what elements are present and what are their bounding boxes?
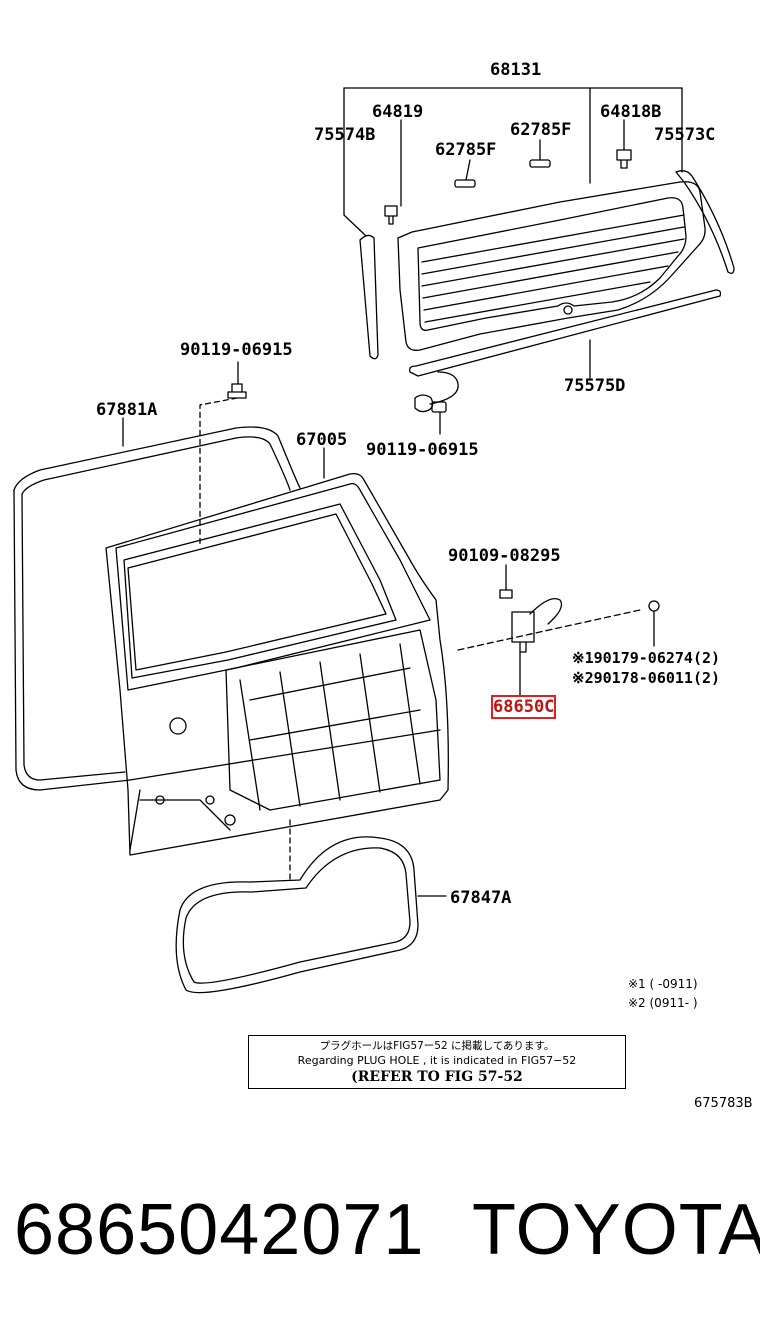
footnote-1: ※1 ( -0911) — [628, 977, 698, 991]
part-62785F-left[interactable]: 62785F — [435, 140, 497, 160]
note-japanese: プラグホールはFIG57ー52 に掲載してあります。 — [319, 1040, 555, 1052]
part-67881A[interactable]: 67881A — [96, 400, 158, 420]
note-refer: (REFER TO FIG 57-52 — [351, 1069, 523, 1085]
weatherstrip-67881A — [13, 417, 301, 791]
reference-note-box: プラグホールはFIG57ー52 に掲載してあります。 Regarding PLU… — [248, 1035, 626, 1089]
bolt-90119 — [199, 361, 247, 546]
lock-assembly — [457, 564, 660, 697]
mouldings — [359, 170, 735, 377]
part-68131[interactable]: 68131 — [490, 60, 542, 80]
figure-code: 675783B — [694, 1096, 753, 1111]
clips — [384, 119, 632, 225]
leader-68131 — [343, 87, 683, 236]
note-english: Regarding PLUG HOLE , it is indicated in… — [297, 1054, 577, 1067]
part-90119-06915-top[interactable]: 90119-06915 — [180, 340, 293, 360]
part-90109-08295[interactable]: 90109-08295 — [448, 546, 561, 566]
caption-brand: TOYOTA — [472, 1190, 760, 1270]
part-75575D[interactable]: 75575D — [564, 376, 626, 396]
part-67005[interactable]: 67005 — [296, 430, 348, 450]
part-90119-06915-mid[interactable]: 90119-06915 — [366, 440, 479, 460]
caption-part-number: 6865042071 — [14, 1190, 425, 1270]
back-glass — [397, 181, 706, 351]
part-64818B[interactable]: 64818B — [600, 102, 662, 122]
part-75574B[interactable]: 75574B — [314, 125, 376, 145]
part-90179-06274[interactable]: ※190179-06274(2) — [572, 649, 721, 667]
footnote-2: ※2 (0911- ) — [628, 996, 698, 1010]
washer-nozzle — [414, 339, 591, 435]
part-90178-06011[interactable]: ※290178-06011(2) — [572, 669, 721, 687]
back-door-panel — [105, 447, 449, 856]
part-67847A[interactable]: 67847A — [450, 888, 512, 908]
part-62785F-right[interactable]: 62785F — [510, 120, 572, 140]
part-75573C[interactable]: 75573C — [654, 125, 716, 145]
trim-cover-67847A — [175, 819, 447, 994]
part-64819[interactable]: 64819 — [372, 102, 424, 122]
part-68650C-highlighted[interactable]: 68650C — [490, 695, 557, 719]
